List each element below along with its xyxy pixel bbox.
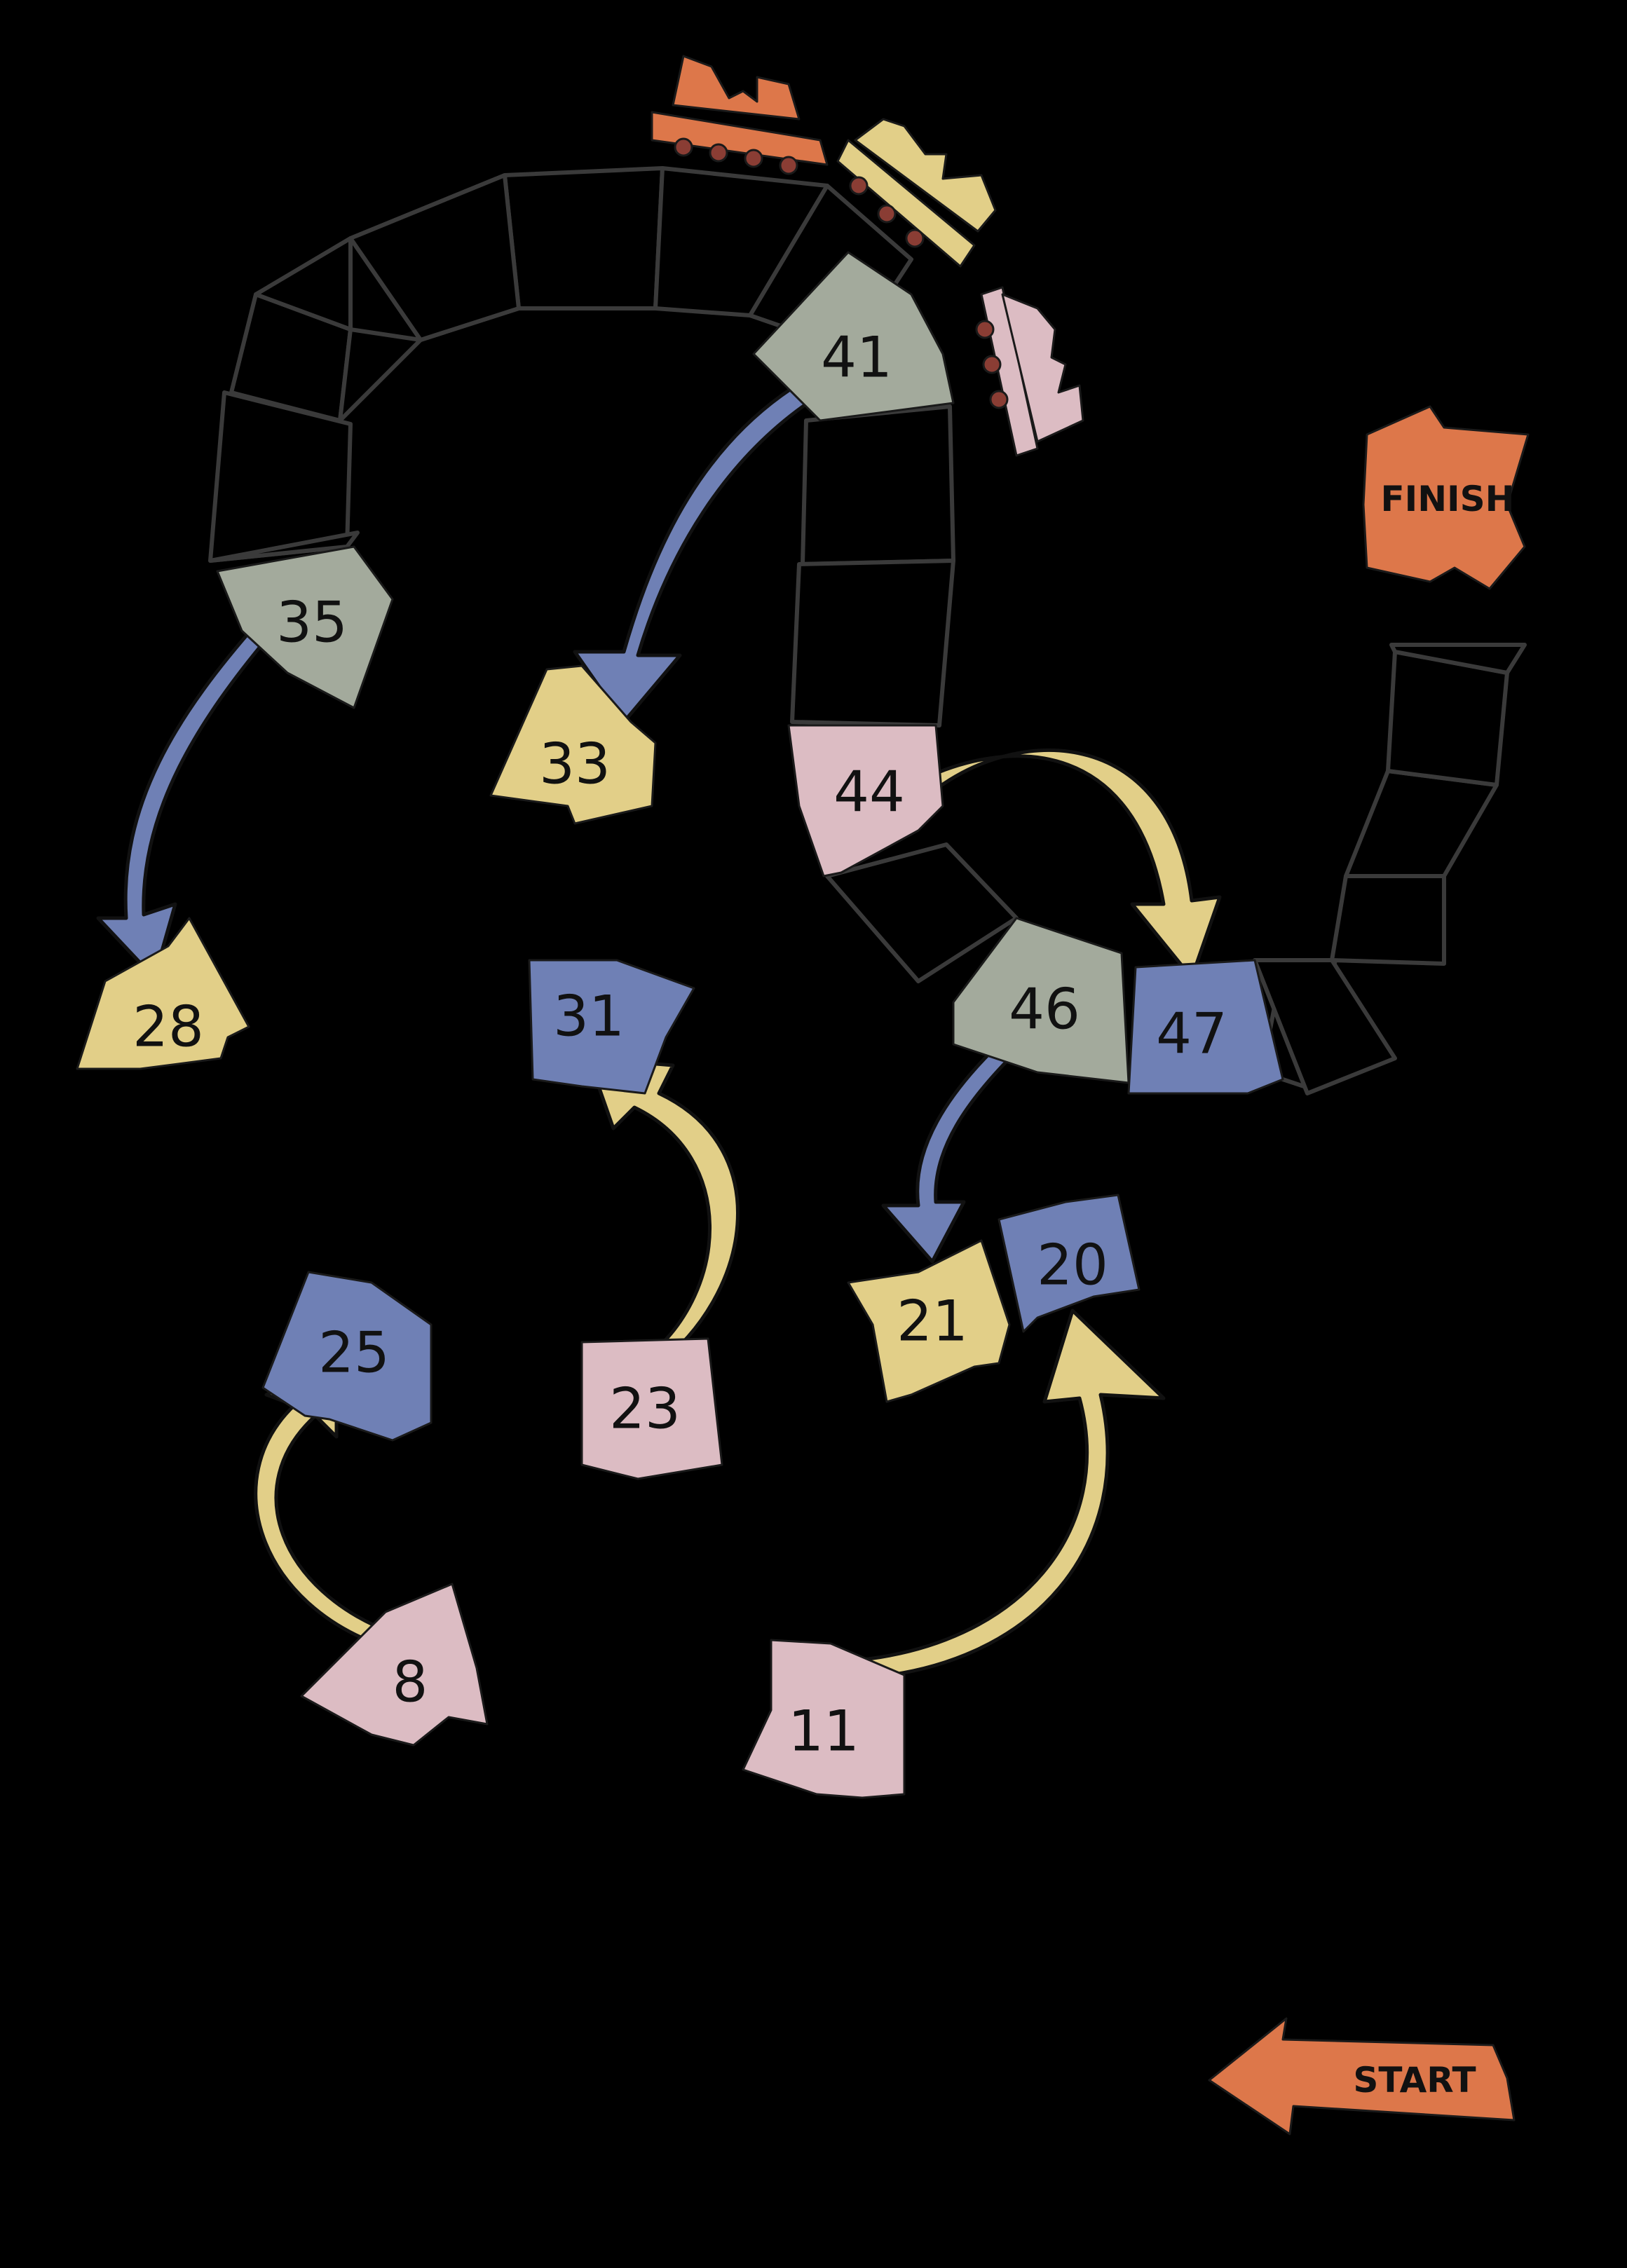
square-25[interactable]: 25 [261, 1271, 433, 1442]
snake-arrow-41-33 [573, 369, 826, 724]
finish-badge-icon[interactable]: FINISH [1362, 405, 1530, 590]
square-number: 46 [1009, 977, 1080, 1042]
track-cell [208, 531, 360, 563]
square-8[interactable]: 8 [300, 1583, 489, 1747]
track-cell [1386, 650, 1509, 787]
square-number: 25 [318, 1320, 390, 1386]
track-lower-u [790, 404, 1527, 1095]
square-number: 20 [1037, 1233, 1108, 1298]
square-number: 47 [1156, 1002, 1227, 1067]
square-28[interactable]: 28 [76, 917, 250, 1070]
train-car-orange-icon [651, 55, 829, 175]
ladder-arrow-11-20 [846, 1309, 1166, 1681]
square-20[interactable]: 20 [998, 1194, 1141, 1333]
square-23[interactable]: 23 [580, 1337, 723, 1480]
square-number: 31 [553, 984, 625, 1049]
ladder-arrow-23-31 [587, 1056, 740, 1369]
track-cell [801, 404, 955, 566]
track-cell [790, 559, 955, 727]
square-33[interactable]: 33 [489, 664, 657, 825]
square-number: 35 [276, 590, 348, 655]
track-cell [503, 166, 665, 310]
square-number: 21 [897, 1289, 968, 1354]
square-31[interactable]: 31 [528, 959, 695, 1095]
ladder-arrow-44-47 [923, 749, 1222, 980]
square-35[interactable]: 35 [216, 545, 394, 709]
square-number: 33 [539, 732, 611, 797]
square-number: 44 [833, 760, 905, 825]
train-car-yellow-icon [836, 118, 997, 268]
track-cell [1344, 769, 1499, 878]
square-11[interactable]: 11 [742, 1639, 906, 1799]
track-upper-loop [208, 166, 913, 563]
track-cell [1389, 643, 1527, 675]
square-number: 41 [821, 325, 892, 390]
snake-arrow-46-21 [881, 1035, 1019, 1264]
square-47[interactable]: 47 [1127, 959, 1284, 1095]
start-label: START [1353, 2060, 1476, 2100]
track-cell [1330, 874, 1446, 966]
track-cell [254, 236, 353, 332]
finish-label: FINISH [1380, 479, 1514, 519]
track-cell [1253, 958, 1397, 1095]
square-41[interactable]: 41 [752, 251, 955, 422]
square-number: 28 [132, 995, 204, 1060]
square-number: 11 [788, 1699, 859, 1764]
square-number: 23 [609, 1376, 681, 1442]
track-cell [348, 173, 521, 342]
square-21[interactable]: 21 [847, 1239, 1011, 1403]
start-arrow-icon[interactable]: START [1208, 2017, 1516, 2136]
train-car-pink-icon [975, 286, 1084, 457]
square-44[interactable]: 44 [787, 724, 944, 877]
track-cell [208, 390, 353, 563]
square-number: 8 [393, 1650, 428, 1715]
